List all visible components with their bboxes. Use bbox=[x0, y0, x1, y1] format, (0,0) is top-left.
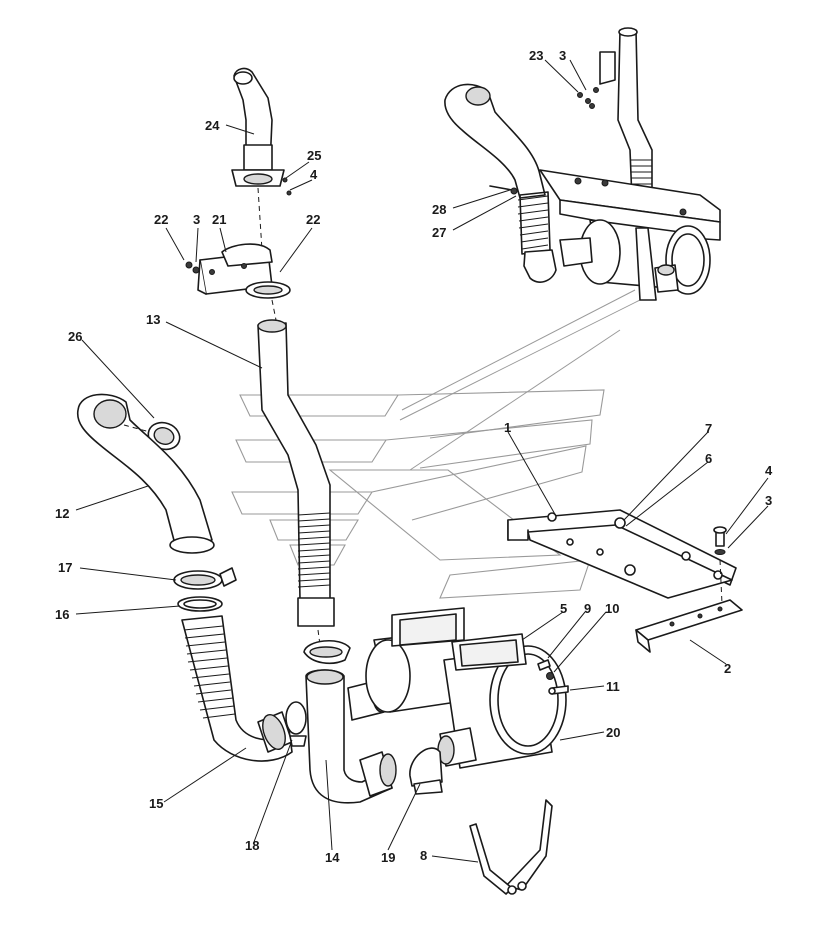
fasteners-9-10-11 bbox=[537, 659, 569, 695]
part-12-hose bbox=[76, 393, 215, 554]
part-2-angle-bracket bbox=[635, 599, 743, 653]
part-18-clamp bbox=[285, 701, 307, 747]
callout-26: 26 bbox=[68, 329, 82, 344]
part-20-filter-housing bbox=[365, 607, 567, 769]
callout-21: 21 bbox=[212, 212, 226, 227]
callout-18: 18 bbox=[245, 838, 259, 853]
callout-4: 4 bbox=[765, 463, 773, 478]
callout-9: 9 bbox=[584, 601, 591, 616]
callout-7: 7 bbox=[705, 421, 712, 436]
callout-28: 28 bbox=[432, 202, 446, 217]
callout-15: 15 bbox=[149, 796, 163, 811]
callout-14: 14 bbox=[325, 850, 340, 865]
callout-11: 11 bbox=[606, 679, 620, 694]
leader-lines bbox=[75, 59, 769, 863]
part-15-elbow-hose bbox=[181, 615, 293, 762]
part-19-clamp bbox=[409, 747, 443, 795]
callout-27: 27 bbox=[432, 225, 446, 240]
part-1-plate bbox=[507, 509, 737, 599]
part-13-pipe bbox=[257, 319, 335, 646]
watermark-logo bbox=[231, 289, 641, 599]
callout-25: 25 bbox=[307, 148, 321, 163]
callout-12: 12 bbox=[55, 506, 69, 521]
part-8-strap bbox=[469, 799, 553, 895]
callout-19: 19 bbox=[381, 850, 395, 865]
callout-3: 3 bbox=[765, 493, 772, 508]
callout-10: 10 bbox=[605, 601, 619, 616]
callout-4: 4 bbox=[310, 167, 318, 182]
part-21-bracket bbox=[185, 243, 291, 321]
callout-20: 20 bbox=[606, 725, 620, 740]
callout-13: 13 bbox=[146, 312, 160, 327]
callout-2: 2 bbox=[724, 661, 731, 676]
callout-3: 3 bbox=[559, 48, 566, 63]
callout-22: 22 bbox=[154, 212, 168, 227]
upper-assembly bbox=[444, 27, 721, 301]
callout-16: 16 bbox=[55, 607, 69, 622]
callout-3: 3 bbox=[193, 212, 200, 227]
callout-23: 23 bbox=[529, 48, 543, 63]
part-16-ring bbox=[177, 596, 223, 612]
part-24-exhaust-stack bbox=[231, 67, 292, 251]
callout-1: 1 bbox=[504, 420, 511, 435]
callout-24: 24 bbox=[205, 118, 220, 133]
part-17-clamp bbox=[173, 567, 237, 590]
callout-6: 6 bbox=[705, 451, 712, 466]
callout-labels: 23 3 24 25 4 22 3 21 22 28 27 13 26 12 1… bbox=[55, 48, 773, 865]
part-26-clamp bbox=[147, 421, 181, 451]
clamp-13-bottom bbox=[303, 640, 351, 665]
callout-5: 5 bbox=[560, 601, 567, 616]
callout-17: 17 bbox=[58, 560, 72, 575]
bolt-4-washer-3 bbox=[713, 526, 727, 605]
callout-22: 22 bbox=[306, 212, 320, 227]
callout-8: 8 bbox=[420, 848, 427, 863]
